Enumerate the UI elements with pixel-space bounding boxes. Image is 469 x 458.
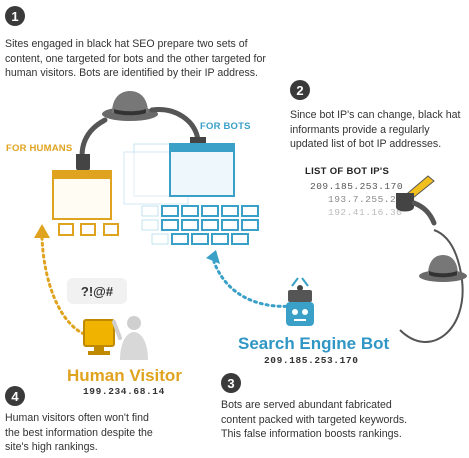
step-3-text: Bots are served abundant fabricated cont… bbox=[221, 398, 466, 442]
bot-website-windows bbox=[123, 143, 259, 245]
step-3-line-1: Bots are served abundant fabricated bbox=[221, 399, 392, 411]
step-1-line-2: content, one targeted for bots and the o… bbox=[5, 52, 266, 65]
content-block bbox=[102, 223, 119, 236]
step-1-badge: 1 bbox=[5, 6, 25, 26]
step-4-line-1: Human visitors often won't find bbox=[5, 412, 149, 424]
robot-icon bbox=[286, 277, 314, 326]
speech-bubble: ?!@# bbox=[67, 278, 127, 304]
step-1-text: Sites engaged in black hat SEO prepare t… bbox=[5, 37, 305, 81]
step-2-badge: 2 bbox=[290, 80, 310, 100]
monitor-icon bbox=[83, 319, 115, 355]
human-arrow bbox=[34, 224, 86, 336]
ip-list-item: 209.185.253.170 bbox=[310, 181, 404, 192]
hand-icon bbox=[76, 117, 108, 172]
step-4-line-3: site's high rankings. bbox=[5, 441, 98, 453]
human-ip: 199.234.68.14 bbox=[83, 386, 165, 397]
step-2-line-3: updated list of bot IP addresses. bbox=[290, 138, 442, 150]
step-3-badge: 3 bbox=[221, 373, 241, 393]
ip-list-item: 192.41.16.30 bbox=[328, 207, 403, 218]
person-icon bbox=[112, 316, 148, 360]
step-2-line-1: Since bot IP's can change, black hat bbox=[290, 109, 461, 121]
step-1-line-3: human visitors. Bots are identified by t… bbox=[5, 67, 259, 79]
step-3-line-2: content packed with targeted keywords. bbox=[221, 413, 408, 426]
black-hat-icon bbox=[102, 91, 158, 121]
bot-title: Search Engine Bot bbox=[238, 334, 390, 353]
ip-list-title: LIST OF BOT IP'S bbox=[305, 166, 390, 177]
for-bots-label: FOR BOTS bbox=[200, 121, 251, 132]
human-title: Human Visitor bbox=[67, 366, 182, 385]
content-block bbox=[58, 223, 74, 236]
human-content-blocks bbox=[58, 223, 119, 241]
black-hat-icon bbox=[419, 255, 467, 282]
step-4-line-2: the best information despite the bbox=[5, 426, 153, 439]
content-block bbox=[80, 223, 97, 236]
connector-curve bbox=[399, 229, 464, 343]
step-4-text: Human visitors often won't find the best… bbox=[5, 411, 205, 455]
for-humans-label: FOR HUMANS bbox=[6, 143, 73, 154]
hand-icon bbox=[396, 193, 437, 226]
step-4-badge: 4 bbox=[5, 386, 25, 406]
step-1-line-1: Sites engaged in black hat SEO prepare t… bbox=[5, 38, 248, 50]
window-titlebar bbox=[54, 172, 110, 179]
step-2-line-2: informants provide a regularly bbox=[290, 123, 430, 136]
bot-ip: 209.185.253.170 bbox=[264, 355, 359, 366]
ip-list-item: 193.7.255.21 bbox=[328, 194, 403, 205]
human-website-window bbox=[52, 170, 112, 220]
step-2-text: Since bot IP's can change, black hat inf… bbox=[290, 108, 468, 152]
step-3-line-3: This false information boosts rankings. bbox=[221, 428, 402, 440]
bot-arrow bbox=[206, 250, 294, 308]
